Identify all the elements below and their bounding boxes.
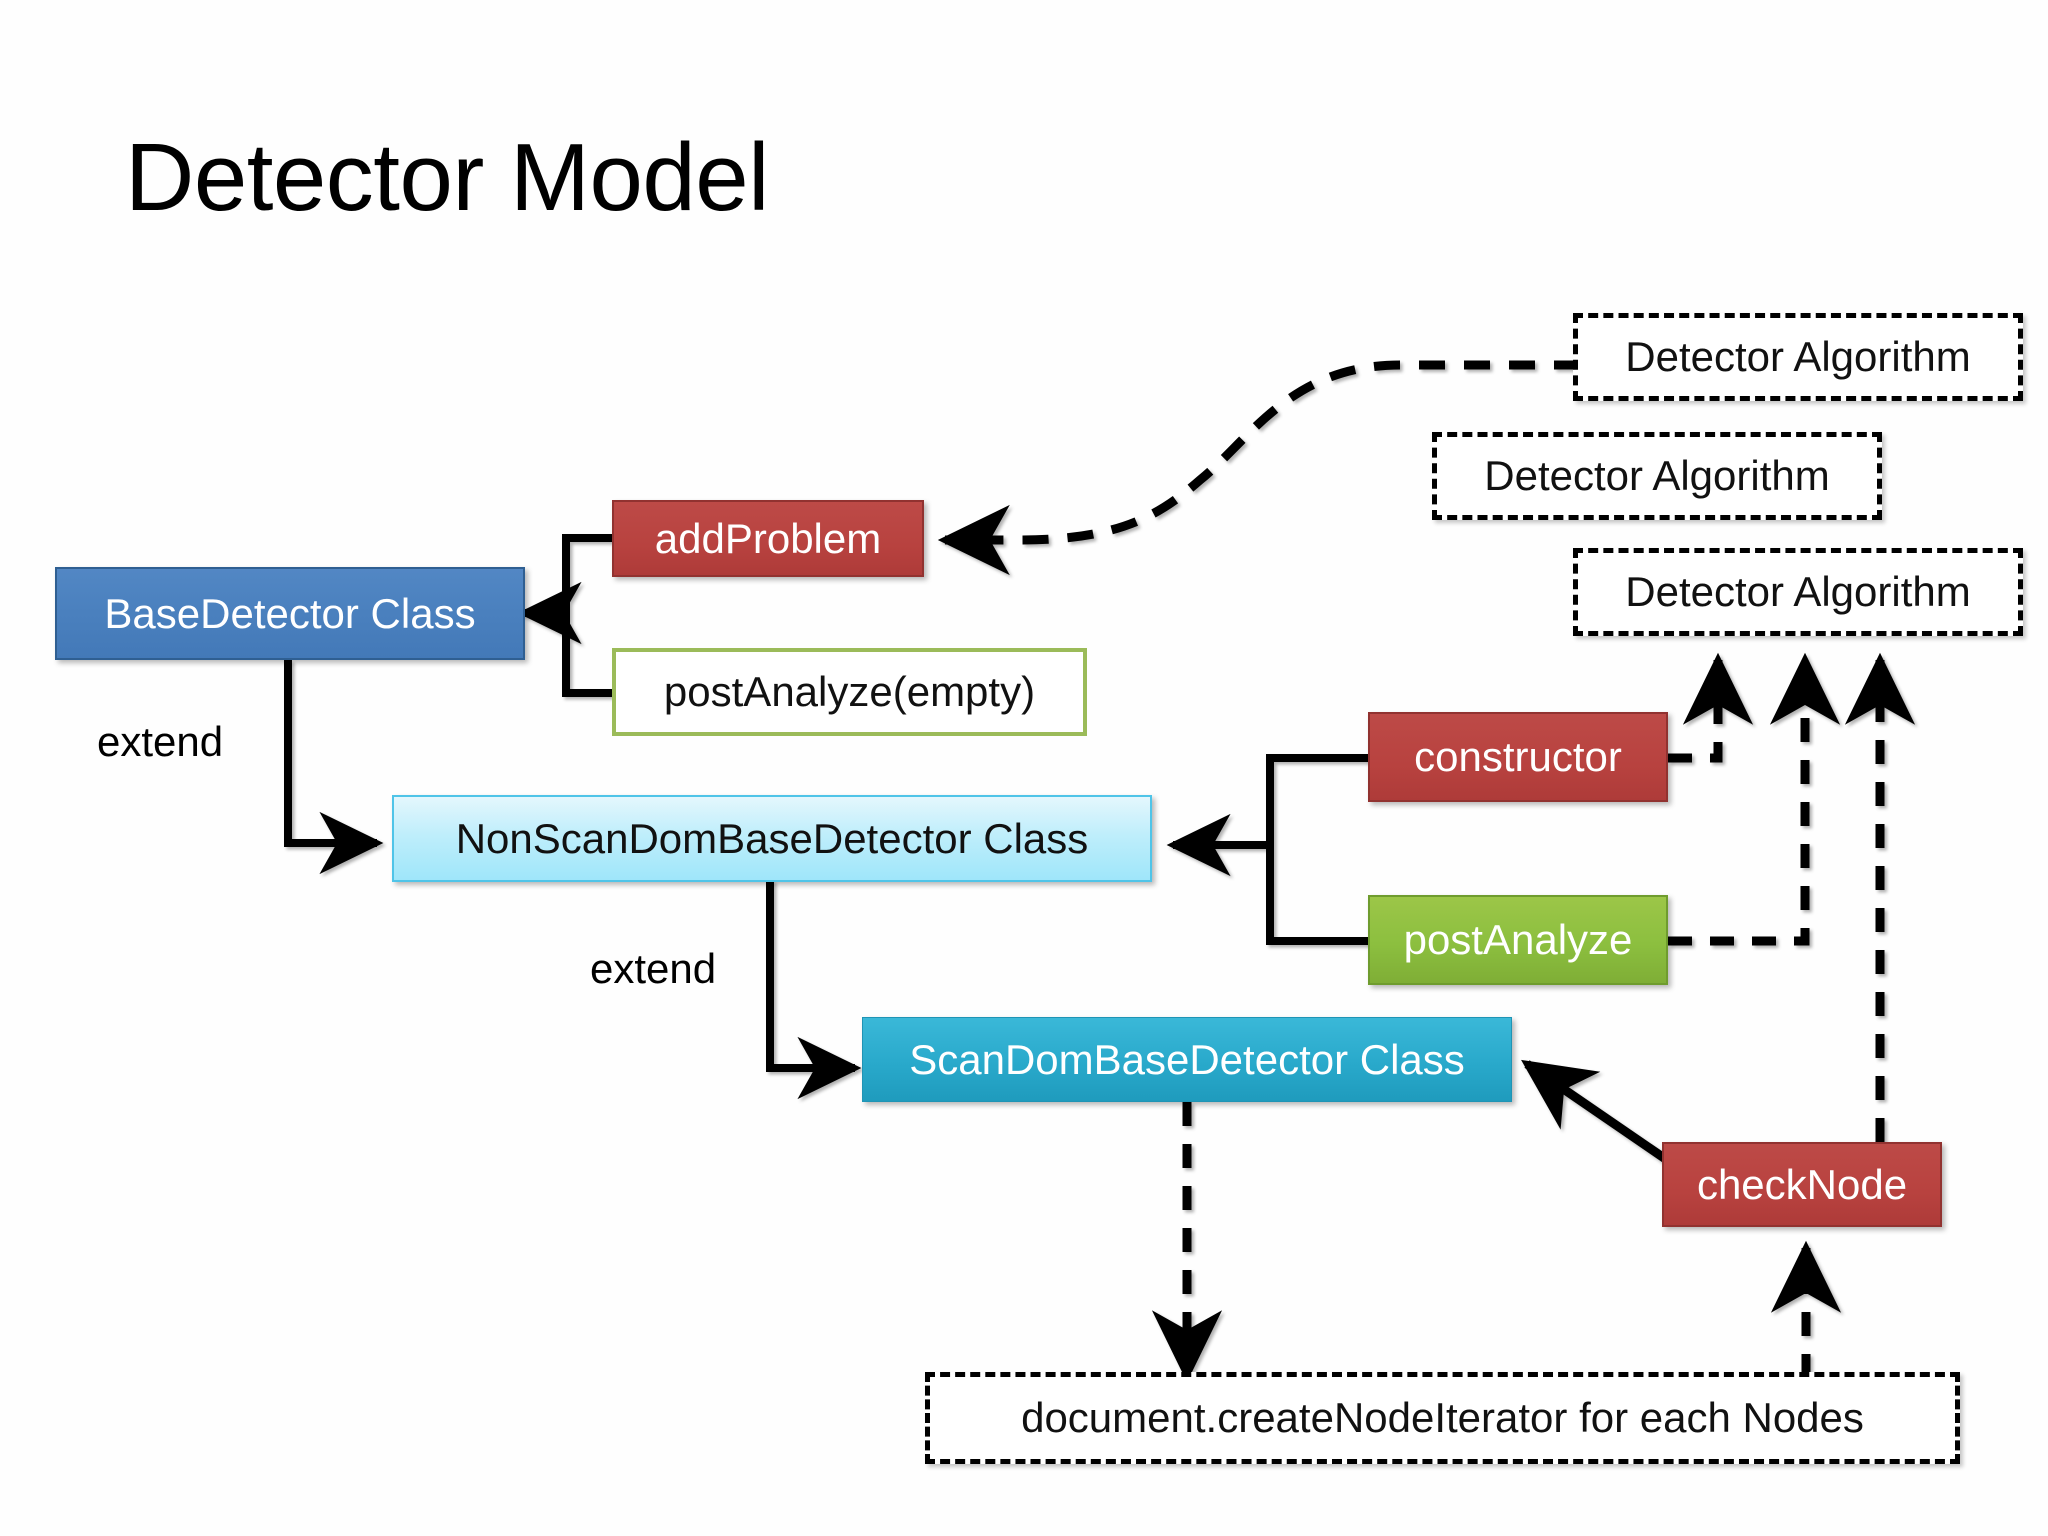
node-add-problem[interactable]: addProblem <box>612 500 924 577</box>
edge-constructor-to-nonscandom <box>1166 754 1377 877</box>
node-label: postAnalyze <box>1403 916 1633 963</box>
node-label: Detector Algorithm <box>1625 568 1971 615</box>
node-label: checkNode <box>1696 1160 1908 1208</box>
node-detector-algorithm-2[interactable]: Detector Algorithm <box>1432 432 1882 520</box>
edge-constructor-to-detectoralgorithm3 <box>1668 652 1754 763</box>
edge-postanalyzeempty-to-basedetector <box>562 616 612 697</box>
node-label: constructor <box>1414 733 1622 780</box>
edge-nonscandom-to-scandom <box>766 880 862 1100</box>
node-detector-algorithm-1[interactable]: Detector Algorithm <box>1573 313 2023 401</box>
node-base-detector-class[interactable]: BaseDetector Class <box>55 567 525 660</box>
edge-postanalyze-to-detectoralgorithm3 <box>1668 652 1841 946</box>
edge-addproblem-to-basedetector <box>517 534 612 645</box>
node-label: ScanDomBaseDetector Class <box>909 1035 1465 1083</box>
edge-label-extend-2: extend <box>590 945 717 992</box>
node-label: BaseDetector Class <box>104 589 476 637</box>
node-post-analyze-empty[interactable]: postAnalyze(empty) <box>612 648 1087 736</box>
node-scan-dom-base-detector-class[interactable]: ScanDomBaseDetector Class <box>862 1017 1512 1102</box>
node-label: postAnalyze(empty) <box>663 668 1036 715</box>
node-label: Detector Algorithm <box>1484 452 1830 499</box>
node-post-analyze[interactable]: postAnalyze <box>1368 895 1668 985</box>
node-label: document.createNodeIterator for each Nod… <box>1021 1394 1864 1441</box>
node-constructor[interactable]: constructor <box>1368 712 1668 802</box>
page-title: Detector Model <box>125 124 769 231</box>
edge-label-extend-1: extend <box>97 718 224 765</box>
node-non-scan-dom-base-detector-class[interactable]: NonScanDomBaseDetector Class <box>392 795 1152 882</box>
edge-checknode-to-scandom <box>1521 1059 1670 1164</box>
node-label: NonScanDomBaseDetector Class <box>455 814 1089 862</box>
node-detector-algorithm-3[interactable]: Detector Algorithm <box>1573 548 2023 636</box>
node-check-node[interactable]: checkNode <box>1662 1142 1942 1227</box>
node-label: addProblem <box>654 514 882 562</box>
node-label: Detector Algorithm <box>1625 333 1971 380</box>
edge-postanalyze-to-nonscandom <box>1266 848 1377 945</box>
edge-basedetector-to-nonscandom <box>284 660 384 875</box>
node-document-create-node-iterator[interactable]: document.createNodeIterator for each Nod… <box>925 1372 1960 1464</box>
